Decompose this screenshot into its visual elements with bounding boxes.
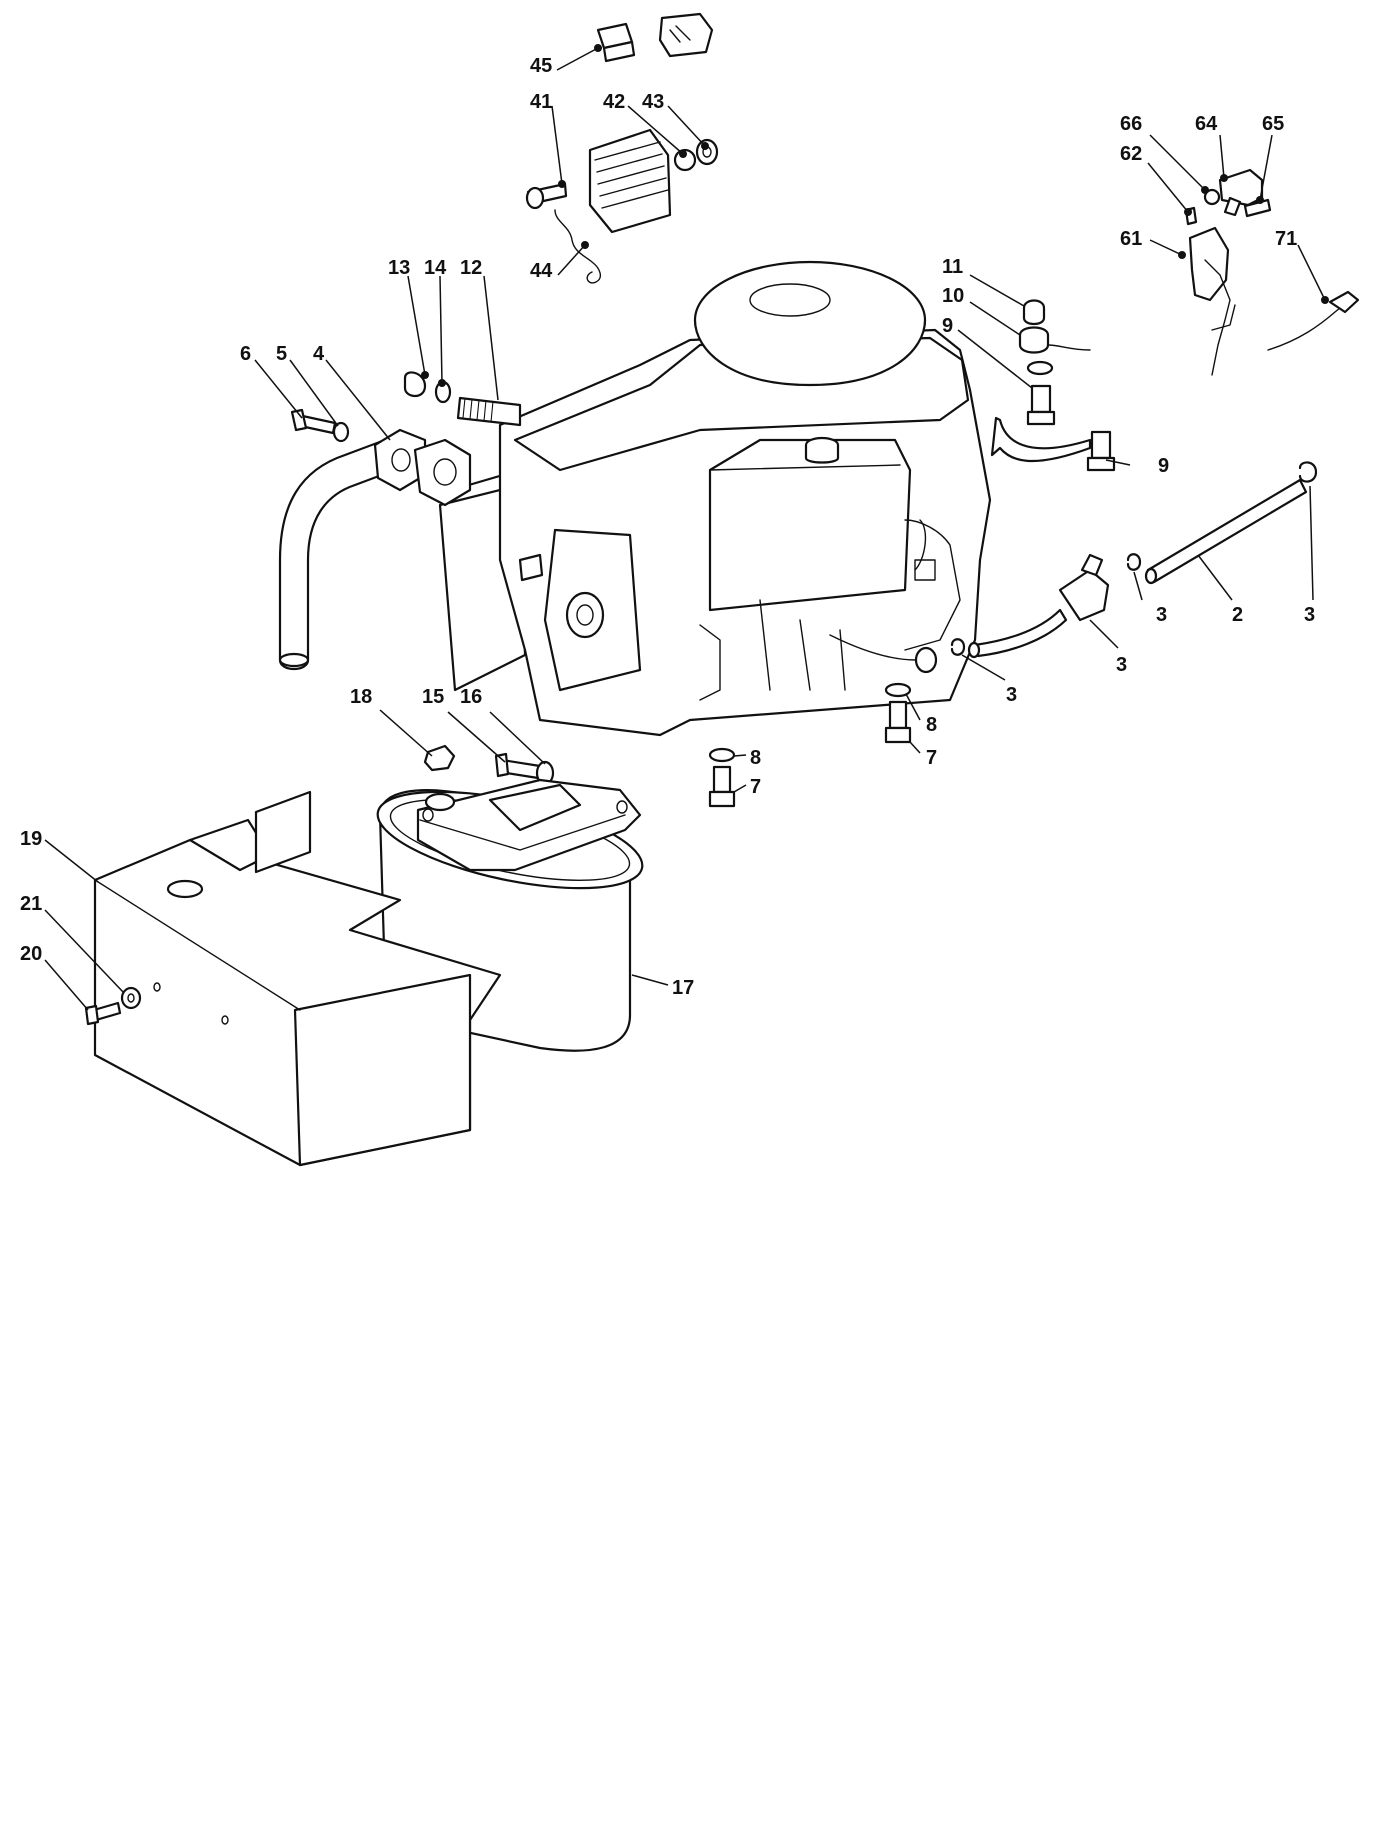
throttle-assembly [1184,168,1360,376]
callout-3b: 3 [1304,604,1315,626]
callout-12: 12 [460,257,482,279]
callout-62: 62 [1120,143,1142,165]
callout-42: 42 [603,91,625,113]
regulator [525,12,719,284]
callout-20: 20 [20,943,42,965]
callout-66: 66 [1120,113,1142,135]
callout-17: 17 [672,977,694,999]
callout-64: 64 [1195,113,1218,135]
hardware-7-8 [708,682,912,808]
exhaust-pipe [278,408,472,671]
callout-5: 5 [276,343,287,365]
callout-71: 71 [1275,228,1297,250]
callout-8a: 8 [926,714,937,736]
callout-13: 13 [388,257,410,279]
callout-65: 65 [1262,113,1284,135]
callout-61: 61 [1120,228,1142,250]
engine [438,260,992,737]
callout-11: 11 [942,256,963,278]
heat-shield [84,790,502,1167]
hardware-15-16-18 [423,744,555,786]
callout-43: 43 [642,91,664,113]
callout-45: 45 [530,55,552,77]
callout-16: 16 [460,686,482,708]
callout-3c: 3 [1116,654,1127,676]
callout-10: 10 [942,285,964,307]
callout-15: 15 [422,686,444,708]
callout-7a: 7 [926,747,937,769]
callout-7b: 7 [750,776,761,798]
callout-3a: 3 [1156,604,1167,626]
callout-19: 19 [20,828,42,850]
callout-14: 14 [424,257,447,279]
callout-2: 2 [1232,604,1243,626]
callouts: 45 41 42 43 44 66 64 65 62 61 71 13 [20,44,1329,1011]
callout-3d: 3 [1006,684,1017,706]
callout-18: 18 [350,686,372,708]
callout-9a: 9 [942,315,953,337]
callout-21: 21 [20,893,42,915]
callout-6: 6 [240,343,251,365]
hardware-9-10-11 [990,299,1116,472]
callout-8b: 8 [750,747,761,769]
stud-and-nut [403,371,522,427]
fuel-line [829,461,1318,674]
callout-44: 44 [530,260,553,282]
callout-9b: 9 [1158,455,1169,477]
callout-41: 41 [530,91,552,113]
callout-4: 4 [313,343,325,365]
